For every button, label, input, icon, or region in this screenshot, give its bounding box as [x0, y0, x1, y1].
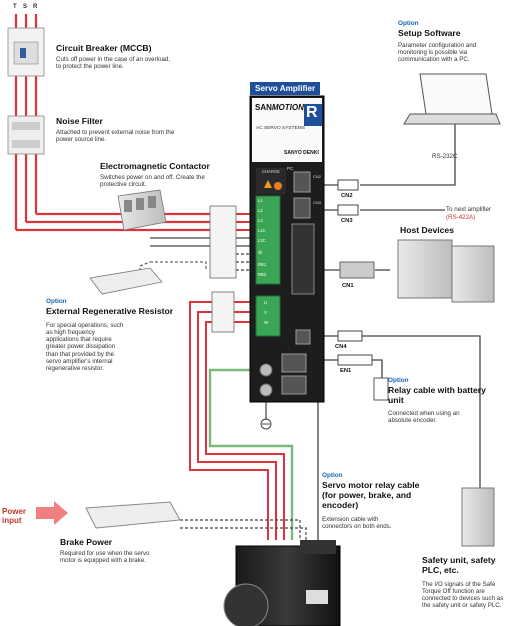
- terminal-label: L1C: [258, 228, 266, 233]
- contactor-desc: Switches power on and off. Create the pr…: [100, 174, 205, 189]
- cn3-label: CN3: [341, 218, 353, 224]
- terminal-label: RB2: [258, 272, 267, 277]
- relay-battery-option: Option: [388, 377, 409, 384]
- amp-port-label-cn3: CN3: [313, 200, 322, 205]
- noise-filter-title: Noise Filter: [56, 116, 103, 126]
- noise-filter-image: [7, 115, 45, 155]
- host-devices-image: [397, 239, 495, 303]
- motor-relay-title: Servo motor relay cable (for power, brak…: [322, 480, 420, 510]
- pc-label: PC: [287, 166, 294, 171]
- motor-terminal-label: U: [264, 300, 268, 305]
- cn1-label: CN1: [342, 283, 354, 289]
- power-input-arrow: [36, 501, 68, 525]
- terminal-label: L3: [258, 218, 263, 223]
- next-amp-label: To next amplifier: [446, 206, 492, 213]
- safety-unit-desc: The I/O signals of the Safe Torque Off f…: [422, 581, 504, 610]
- safety-unit-image: [461, 487, 495, 547]
- brand-logo: SANMOTION: [255, 103, 304, 112]
- brand-prefix: SAN: [255, 103, 272, 112]
- setup-option: Option: [398, 20, 419, 27]
- motor-terminal-label: W: [264, 320, 269, 325]
- terminal-label: L2: [258, 208, 263, 213]
- servo-amplifier-body: [249, 95, 325, 403]
- motor-terminal-label: V: [264, 310, 268, 315]
- phase-label-t: T: [13, 4, 17, 10]
- regen-option: Option: [46, 298, 67, 305]
- amp-port-label-cn2: CN2: [313, 174, 322, 179]
- laptop-image: [403, 73, 501, 125]
- brake-power-desc: Required for use when the servo motor is…: [60, 550, 150, 565]
- setup-title: Setup Software: [398, 28, 461, 38]
- host-devices-title: Host Devices: [400, 225, 454, 235]
- relay-battery-desc: Connected when using an absolute encoder…: [388, 410, 460, 425]
- rs232c-label: RS-232C: [432, 153, 458, 160]
- phase-label-s: S: [23, 4, 28, 10]
- terminal-label: ⊖: [258, 250, 263, 256]
- contactor-title: Electromagnetic Contactor: [100, 161, 210, 171]
- charge-label: CHARGE: [262, 169, 280, 174]
- phase-label-r: R: [33, 4, 38, 10]
- circuit-breaker-desc: Cuts off power in the case of an overloa…: [56, 56, 171, 71]
- battery-unit-image: [373, 377, 389, 401]
- regen-desc: For special operations, such as high fre…: [46, 322, 124, 372]
- cn4-label: CN4: [335, 344, 347, 350]
- servo-motor-image: [223, 540, 341, 626]
- brand-suffix: MOTION: [271, 103, 304, 112]
- rs422a-label: (RS-422A): [446, 214, 476, 221]
- noise-filter-desc: Attached to prevent external noise from …: [56, 129, 175, 144]
- amp-subtitle: AC SERVO SYSTEMS: [256, 126, 305, 131]
- regen-resistor-image: [89, 267, 163, 295]
- terminal-label: RB1: [258, 262, 267, 267]
- motor-relay-desc: Extension cable with connectors on both …: [322, 516, 392, 531]
- circuit-breaker-title: Circuit Breaker (MCCB): [56, 43, 152, 53]
- regen-title: External Regenerative Resistor: [46, 306, 174, 316]
- terminal-label: L1: [258, 198, 263, 203]
- terminal-label: L2C: [258, 238, 266, 243]
- safety-unit-title: Safety unit, safety PLC, etc.: [422, 555, 496, 575]
- brake-power-image: [85, 501, 181, 529]
- ground-symbol: [260, 418, 272, 430]
- motor-relay-option: Option: [322, 472, 343, 479]
- power-input-label: Power input: [2, 507, 27, 525]
- en1-label: EN1: [340, 368, 352, 374]
- setup-desc: Parameter configuration and monitoring i…: [398, 42, 477, 64]
- contactor-image: [117, 189, 167, 231]
- servo-amplifier-badge: Servo Amplifier: [250, 82, 321, 95]
- terminal-connector-block: [209, 205, 237, 333]
- amp-maker: SANYO DENKI: [284, 150, 319, 156]
- logo-letter: R: [306, 104, 318, 121]
- relay-battery-title: Relay cable with battery unit: [388, 385, 486, 405]
- circuit-breaker-image: [7, 27, 45, 77]
- cn2-label: CN2: [341, 193, 353, 199]
- cable-plugs: [337, 179, 375, 366]
- signal-lines: [323, 120, 481, 490]
- brake-power-title: Brake Power: [60, 537, 113, 547]
